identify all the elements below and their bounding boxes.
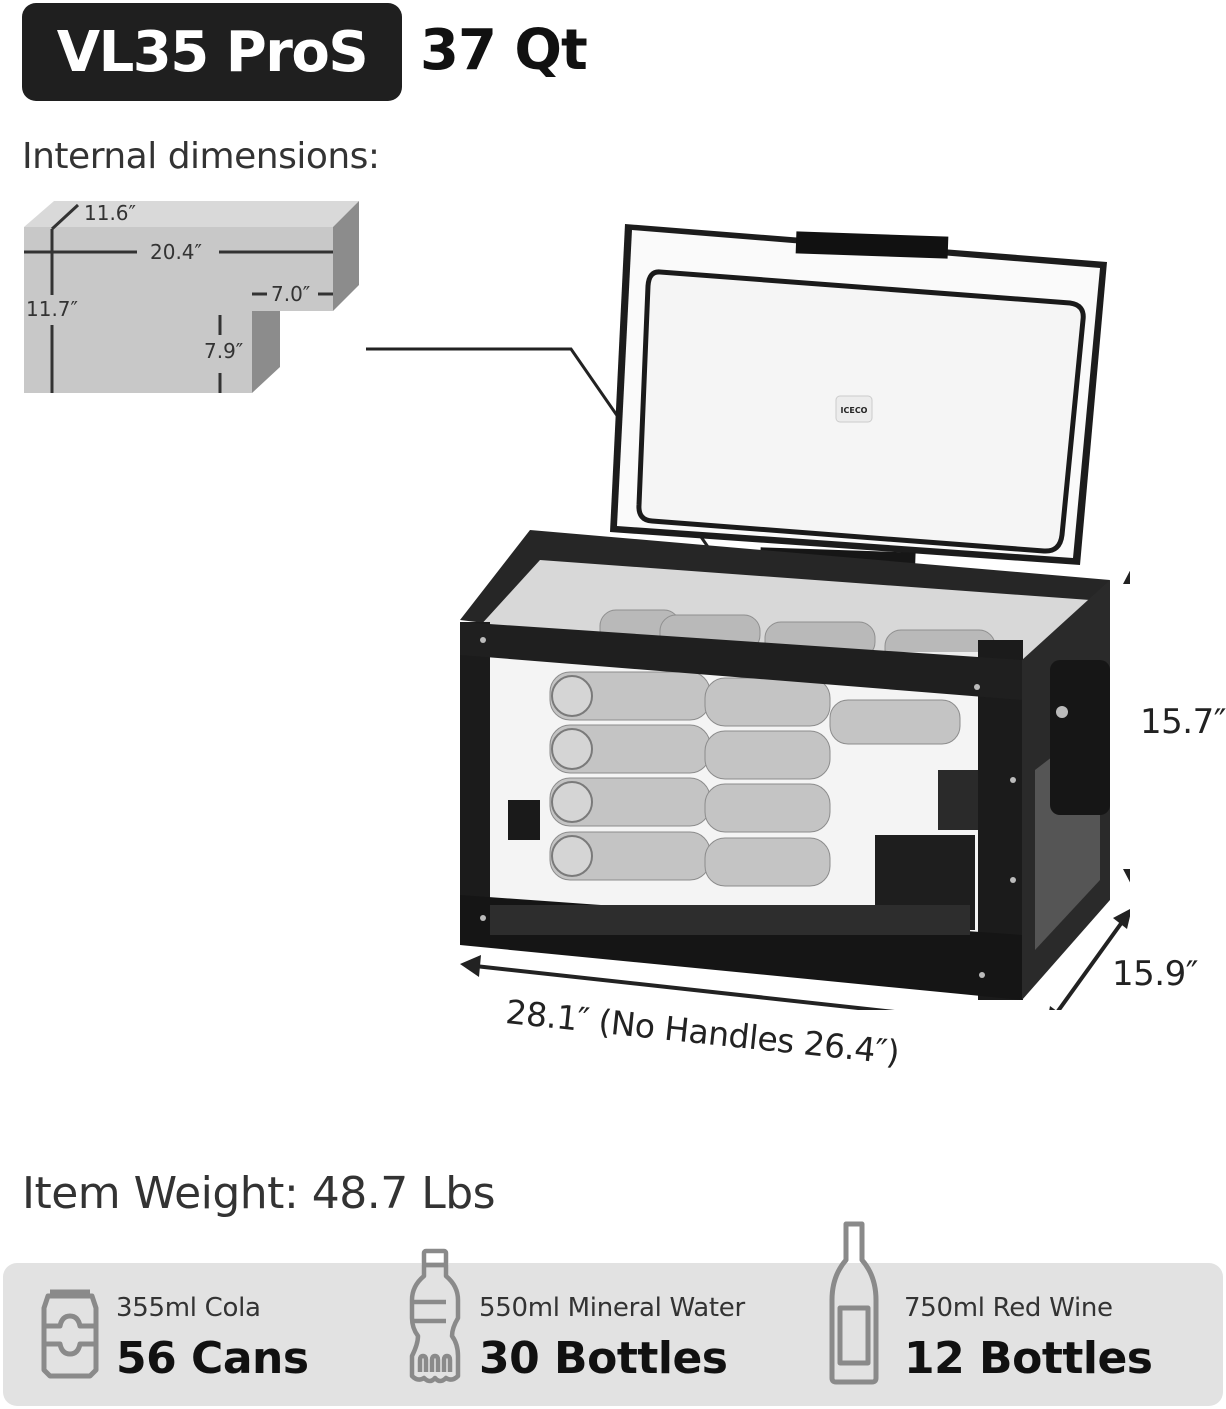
capacity-panel (3, 1263, 1223, 1406)
internal-dimensions-label: Internal dimensions: (22, 136, 380, 177)
can-icon (41, 1289, 99, 1379)
wine-subtitle: 750ml Red Wine (904, 1293, 1113, 1323)
fridge-illustration: ICECO (366, 224, 1130, 1010)
model-name: VL35 ProS (56, 19, 369, 85)
height-label: 15.7″ (1140, 702, 1226, 742)
wine-bottle-icon (829, 1221, 879, 1385)
internal-dimensions-diagram: 11.6″ 20.4″ 11.7″ 7.0″ 7.9″ (24, 201, 359, 393)
step-height-dimension: 7.9″ (204, 339, 243, 363)
water-subtitle: 550ml Mineral Water (479, 1293, 745, 1323)
step-width-dimension: 7.0″ (271, 282, 310, 306)
water-count: 30 Bottles (479, 1333, 728, 1384)
water-bottle-icon (409, 1248, 461, 1384)
width-dimension: 20.4″ (150, 240, 202, 264)
depth-dimension: 11.6″ (84, 201, 136, 225)
depth-label: 15.9″ (1112, 954, 1198, 994)
wine-count: 12 Bottles (904, 1333, 1153, 1384)
brand-badge: ICECO (841, 406, 868, 415)
item-weight: Item Weight: 48.7 Lbs (22, 1168, 496, 1219)
capacity-label: 37 Qt (420, 18, 588, 83)
can-subtitle: 355ml Cola (116, 1293, 261, 1323)
height-dimension: 11.7″ (26, 297, 78, 321)
can-count: 56 Cans (116, 1333, 309, 1384)
model-badge: VL35 ProS (22, 3, 402, 101)
